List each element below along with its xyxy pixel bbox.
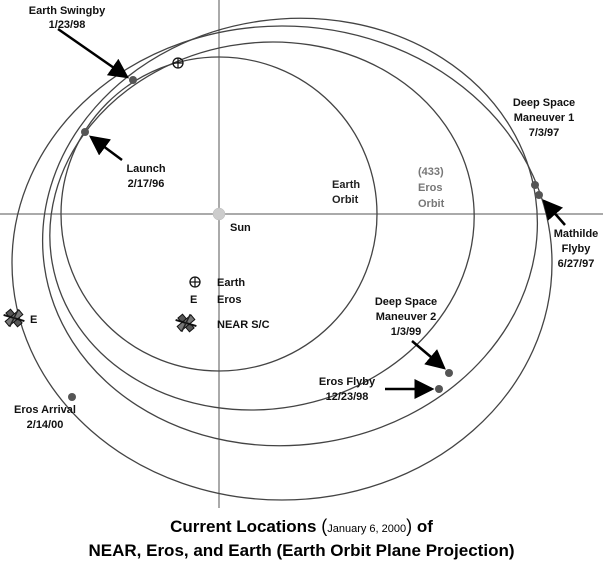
legend-near-label: NEAR S/C xyxy=(217,319,270,331)
launch-label: Launch 2/17/96 xyxy=(126,163,165,190)
legend-earth-icon xyxy=(189,276,201,288)
earth-swingby-arrow xyxy=(57,27,130,79)
svg-text:2/14/00: 2/14/00 xyxy=(27,419,64,431)
launch-dot xyxy=(81,128,89,136)
legend-earth-label: Earth xyxy=(217,277,245,289)
earth-orbit-label-line1: Earth xyxy=(332,179,360,191)
earth-symbol-icon xyxy=(172,57,184,69)
svg-text:Eros Flyby: Eros Flyby xyxy=(319,376,376,388)
near-trajectory-inner xyxy=(49,41,475,411)
legend-eros-symbol: E xyxy=(190,294,197,306)
eros-orbit-label-line2: Eros xyxy=(418,182,442,194)
earth-swingby-dot xyxy=(129,76,137,84)
svg-text:Deep Space: Deep Space xyxy=(513,97,575,109)
caption-suffix: of xyxy=(416,517,433,536)
svg-text:Mathilde: Mathilde xyxy=(554,228,599,240)
mathilde-label: Mathilde Flyby 6/27/97 xyxy=(554,228,599,270)
dsm2-dot xyxy=(445,369,453,377)
eros-arrival-label: Eros Arrival 2/14/00 xyxy=(14,404,76,431)
earth-orbit xyxy=(60,56,378,372)
dsm2-label: Deep Space Maneuver 2 1/3/99 xyxy=(375,296,437,338)
caption-date: January 6, 2000 xyxy=(327,523,407,535)
dsm1-label: Deep Space Maneuver 1 7/3/97 xyxy=(513,97,575,139)
eros-orbit-label-line1: (433) xyxy=(418,166,444,178)
eros-arrival-dot xyxy=(68,393,76,401)
svg-text:2/17/96: 2/17/96 xyxy=(128,178,165,190)
near-trajectory-outer xyxy=(41,17,539,447)
legend-eros-label: Eros xyxy=(217,294,241,306)
svg-text:Maneuver 2: Maneuver 2 xyxy=(376,311,437,323)
svg-text:Deep Space: Deep Space xyxy=(375,296,437,308)
sun-icon xyxy=(212,207,226,221)
eros-flyby-label: Eros Flyby 12/23/98 xyxy=(319,376,376,403)
eros-current-marker: E xyxy=(30,314,37,326)
svg-text:12/23/98: 12/23/98 xyxy=(326,391,369,403)
svg-text:Maneuver 1: Maneuver 1 xyxy=(514,112,575,124)
eros-orbit-label-line3: Orbit xyxy=(418,198,445,210)
svg-text:Eros Arrival: Eros Arrival xyxy=(14,404,76,416)
dsm2-arrow xyxy=(411,340,446,370)
mathilde-arrow xyxy=(542,199,566,226)
svg-text:1/23/98: 1/23/98 xyxy=(49,19,86,31)
caption-prefix: Current Locations xyxy=(170,517,317,536)
launch-arrow xyxy=(88,135,123,162)
mathilde-dot xyxy=(535,191,543,199)
spacecraft-current-icon xyxy=(0,304,28,332)
earth-orbit-label-line2: Orbit xyxy=(332,194,359,206)
svg-text:1/3/99: 1/3/99 xyxy=(391,326,422,338)
caption-line2: NEAR, Eros, and Earth (Earth Orbit Plane… xyxy=(88,541,515,560)
eros-orbit xyxy=(11,25,553,501)
svg-text:Flyby: Flyby xyxy=(562,243,592,255)
eros-flyby-dot xyxy=(435,385,443,393)
legend-spacecraft-icon xyxy=(172,309,200,337)
dsm1-dot xyxy=(531,181,539,189)
legend: Earth E Eros NEAR S/C xyxy=(172,276,270,337)
svg-text:Launch: Launch xyxy=(126,163,165,175)
sun-label: Sun xyxy=(230,222,251,234)
earth-swingby-label: Earth Swingby 1/23/98 xyxy=(29,5,106,31)
caption-line1: Current Locations (January 6, 2000) of xyxy=(170,516,433,536)
svg-text:Earth Swingby: Earth Swingby xyxy=(29,5,106,17)
svg-text:7/3/97: 7/3/97 xyxy=(529,127,560,139)
svg-text:6/27/97: 6/27/97 xyxy=(558,258,595,270)
